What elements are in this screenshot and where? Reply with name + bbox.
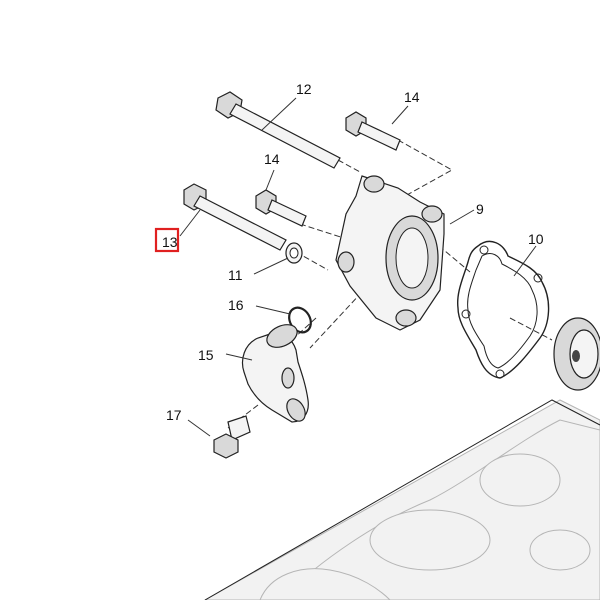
highlight-box[interactable]: [154, 227, 180, 253]
bolt-17[interactable]: [213, 415, 251, 459]
bolt-14-lower[interactable]: [255, 189, 307, 227]
label-17: 17: [166, 407, 182, 423]
bolt-13[interactable]: [183, 183, 287, 251]
label-15: 15: [198, 347, 214, 363]
label-11: 11: [228, 267, 243, 283]
label-10: 10: [528, 231, 544, 247]
impeller[interactable]: [553, 317, 600, 391]
bolt-14-upper[interactable]: [345, 111, 401, 151]
label-9: 9: [476, 201, 484, 217]
label-14-lower: 14: [264, 151, 280, 167]
engine-case-background: [203, 399, 600, 600]
gasket-10[interactable]: [456, 240, 550, 379]
label-13: 13: [162, 234, 178, 250]
washer-11[interactable]: [285, 242, 303, 264]
leader-lines: [179, 97, 537, 437]
label-14-upper: 14: [404, 89, 420, 105]
pipe-15[interactable]: [241, 320, 309, 424]
bolt-12[interactable]: [215, 91, 341, 169]
label-12: 12: [296, 81, 312, 97]
label-16: 16: [228, 297, 244, 313]
pump-cover-9[interactable]: [335, 175, 445, 331]
